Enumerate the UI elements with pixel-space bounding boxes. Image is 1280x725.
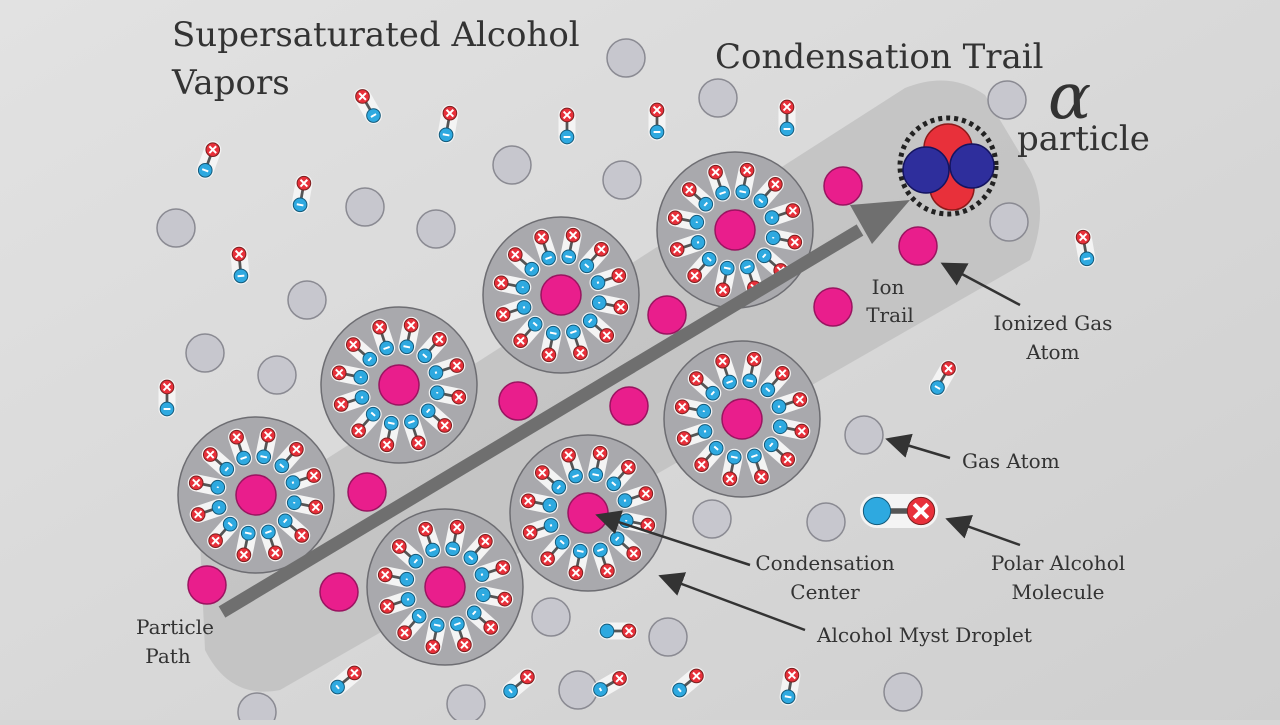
gas-atom-icon [258,356,296,394]
ionized-gas-atom-label-line1: Ionized Gas [994,311,1113,335]
condensation-center-icon [722,399,762,439]
alcohol-myst-droplet-icon [510,435,666,591]
gas-atom-label: Gas Atom [962,449,1060,473]
alcohol-molecule-icon [160,380,174,416]
ion-icon [610,387,648,425]
condensation-center-label-line1: Condensation [755,551,894,575]
gas-atom-icon [845,416,883,454]
gas-atom-icon [346,188,384,226]
neutron-icon [950,144,994,188]
condensation-center-label-line2: Center [790,580,860,604]
ion-trail-label-line1: Ion [872,275,905,299]
condensation-center-icon [236,475,276,515]
gas-atom-icon [603,161,641,199]
condensation-center-icon [379,365,419,405]
gas-atom-icon [990,203,1028,241]
alcohol-molecule-icon [439,106,456,141]
gas-atom-icon [884,673,922,711]
gas-atom-icon [417,210,455,248]
gas-atom-icon [493,146,531,184]
alcohol-myst-droplet-icon [321,307,477,463]
ion-trail-label-line2: Trail [866,303,914,327]
gas-atom-icon [607,39,645,77]
neutron-icon [903,147,949,193]
condensation-center-icon [425,567,465,607]
alcohol-myst-droplet-icon [483,217,639,373]
alcohol-myst-droplet-icon [367,509,523,665]
alcohol-molecule-icon [232,247,248,283]
ion-icon [188,566,226,604]
alcohol-myst-droplet-label: Alcohol Myst Droplet [816,623,1032,647]
polar-alcohol-molecule-icon [863,497,934,524]
alcohol-molecule-icon [600,624,636,638]
particle-path-label-line1: Particle [136,615,214,639]
gas-atom-icon [649,618,687,656]
alcohol-molecule-icon [781,668,798,703]
gas-atom-icon [559,671,597,709]
ion-icon [899,227,937,265]
gas-atom-icon [807,503,845,541]
gas-atom-icon [988,81,1026,119]
gas-atom-icon [699,79,737,117]
vapors-title-line1: Supersaturated Alcohol [172,15,580,55]
alcohol-myst-droplet-icon [178,417,334,573]
condensation-center-icon [541,275,581,315]
alcohol-molecule-icon [293,176,310,211]
alcohol-myst-droplet-icon [664,341,820,497]
polar-alcohol-molecule-label-line2: Molecule [1011,580,1104,604]
ion-icon [348,473,386,511]
gas-atom-icon [186,334,224,372]
gas-atom-icon [532,598,570,636]
ion-icon [824,167,862,205]
polar-alcohol-molecule-label-line1: Polar Alcohol [991,551,1125,575]
legend-polar-alcohol-molecule [863,497,934,524]
gas-atom-icon [157,209,195,247]
condensation-center-icon [715,210,755,250]
alpha-particle-label: particle [1017,119,1150,159]
alcohol-molecule-icon [560,108,574,144]
alcohol-molecule-icon [1076,230,1093,265]
gas-atom-icon [693,500,731,538]
gas-atom-icon [447,685,485,720]
condensation-center-icon [568,493,608,533]
alcohol-myst-droplet-icon [657,152,813,308]
alcohol-molecule-icon [780,100,794,136]
alcohol-molecule-icon [650,103,664,139]
ion-icon [648,296,686,334]
condensation-trail-title: Condensation Trail [715,37,1044,77]
ion-icon [814,288,852,326]
ion-icon [320,573,358,611]
ion-icon [499,382,537,420]
gas-atom-icon [288,281,326,319]
ionized-gas-atom-label-line2: Atom [1025,340,1079,364]
particle-path-label-line2: Path [145,644,191,668]
vapors-title-line2: Vapors [171,63,290,103]
